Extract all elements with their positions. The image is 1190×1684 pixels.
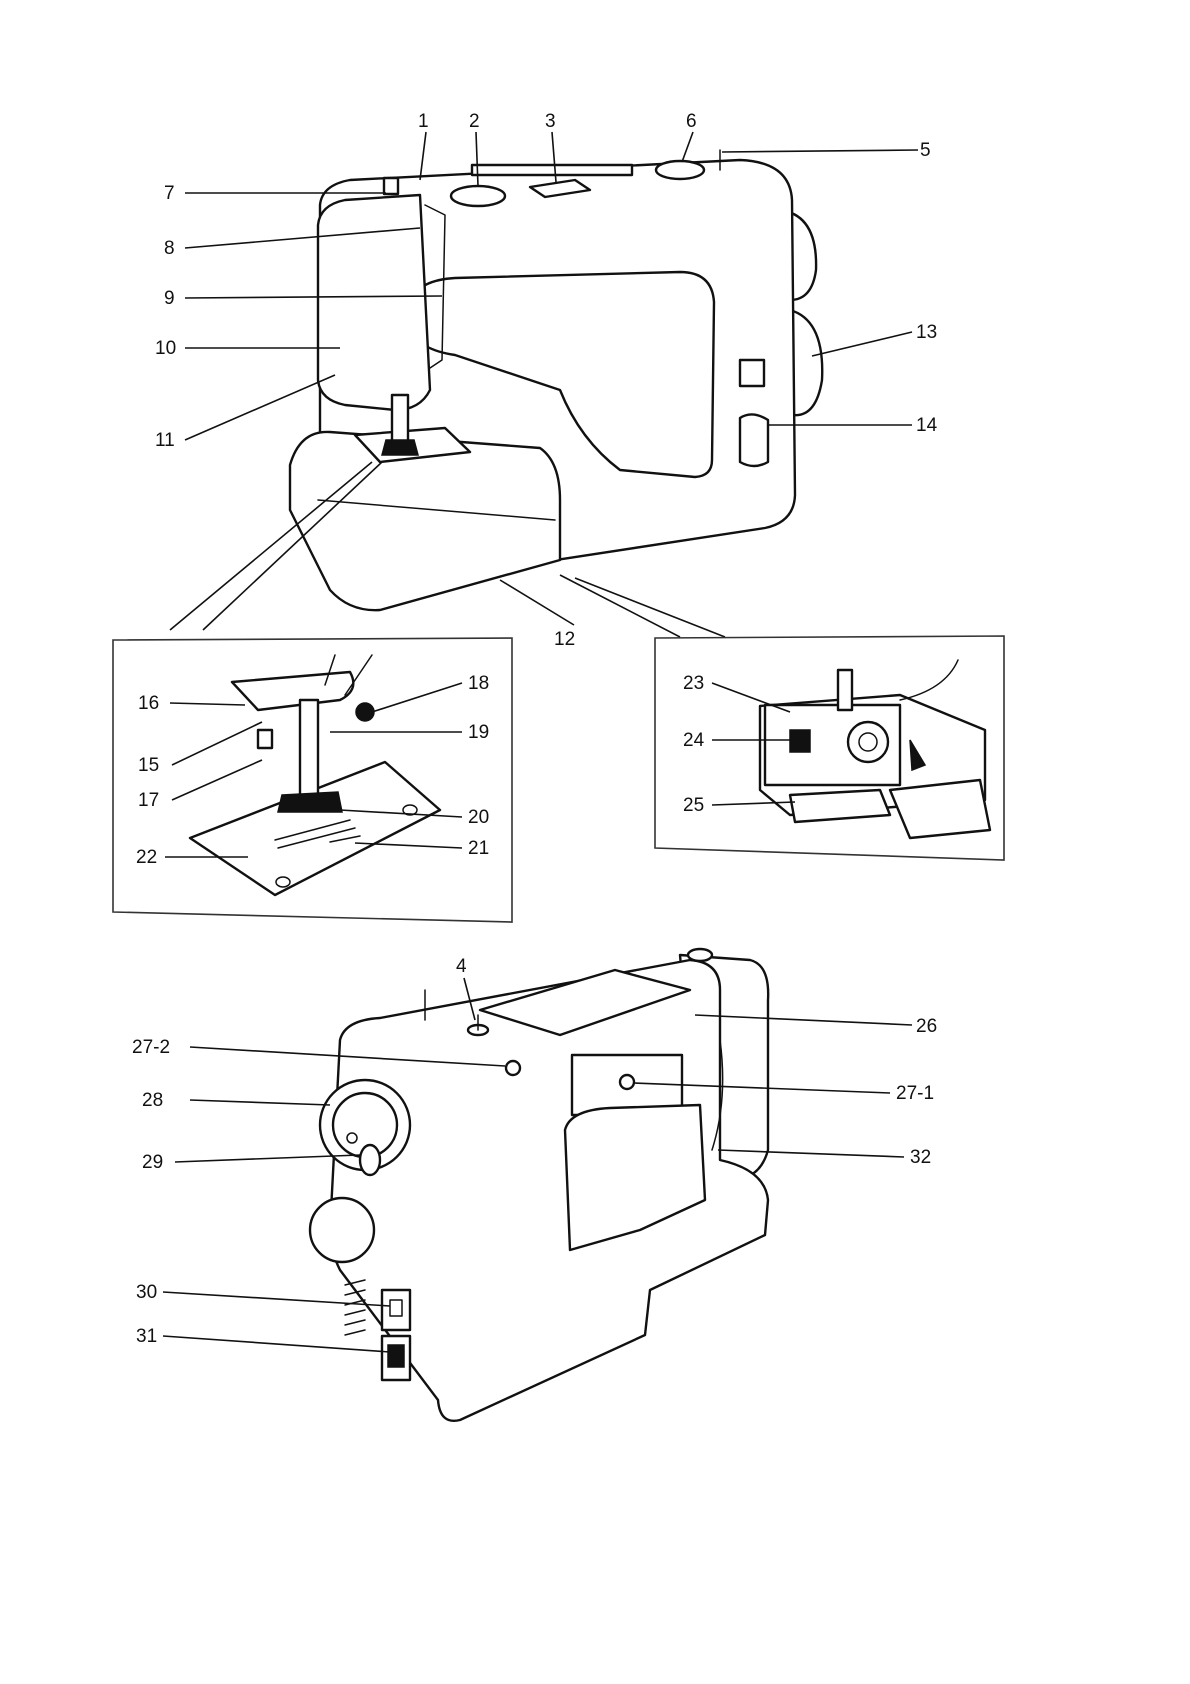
rear-power-switch-30 xyxy=(380,1288,412,1332)
reverse-lever-14 xyxy=(738,413,770,468)
callout-21: 21 xyxy=(468,838,489,859)
callout-9: 9 xyxy=(164,288,175,309)
callout-19: 19 xyxy=(468,722,489,743)
button-13-area xyxy=(738,358,766,388)
inset-screw-18 xyxy=(355,702,375,722)
callout-3: 3 xyxy=(545,111,556,132)
inset-arrow xyxy=(909,739,927,772)
callout-26: 26 xyxy=(916,1016,937,1037)
inset-frame-right xyxy=(654,635,1005,861)
callout-11: 11 xyxy=(155,430,175,451)
callout-29: 29 xyxy=(142,1152,163,1173)
knob-7 xyxy=(382,176,400,196)
rear-screw-27-1 xyxy=(618,1073,636,1091)
presser-foot xyxy=(381,439,419,456)
free-arm xyxy=(288,430,562,612)
callout-15: 15 xyxy=(138,755,159,776)
callout-1: 1 xyxy=(418,111,429,132)
inset-frame-left xyxy=(112,637,513,923)
callout-14: 14 xyxy=(916,415,938,436)
callout-7: 7 xyxy=(164,183,175,204)
bobbin-inset-leaders xyxy=(711,682,796,806)
inset-bobbin-cover-25 xyxy=(788,788,892,824)
presser-foot-inset-leaders xyxy=(165,682,463,858)
callout-12: 12 xyxy=(554,629,575,650)
callout-24: 24 xyxy=(683,730,705,751)
presser-foot-inset-callouts: 16 15 17 18 19 20 21 22 xyxy=(136,673,489,868)
rear-handwheel-lower xyxy=(308,1196,376,1264)
front-view-leaders xyxy=(169,131,919,638)
inset-bobbin-case xyxy=(846,720,890,764)
callout-4: 4 xyxy=(456,956,467,977)
rear-knob-top xyxy=(686,947,714,963)
callout-30: 30 xyxy=(136,1282,157,1303)
free-arm-edge xyxy=(317,499,556,521)
presser-foot-inset xyxy=(112,637,513,923)
callout-25: 25 xyxy=(683,795,704,816)
rear-screw-27-2 xyxy=(504,1059,522,1077)
inset-needle-bar xyxy=(836,668,854,712)
callout-20: 20 xyxy=(468,807,489,828)
inset-needle-plate xyxy=(188,760,442,897)
callout-16: 16 xyxy=(138,693,159,714)
top-cover-strip xyxy=(470,163,634,177)
inset-feed-dogs xyxy=(274,819,361,849)
callout-17: 17 xyxy=(138,790,159,811)
callout-28: 28 xyxy=(142,1090,163,1111)
front-view-callouts: 1 2 3 5 6 7 8 9 10 11 12 13 14 xyxy=(155,111,938,650)
needle-bar xyxy=(390,393,410,447)
rear-arm-opening xyxy=(563,1103,707,1252)
callout-5: 5 xyxy=(920,140,931,161)
rear-top-cover xyxy=(478,968,692,1037)
callout-22: 22 xyxy=(136,847,157,868)
rear-view-machine xyxy=(308,947,770,1422)
dial-6 xyxy=(654,159,706,181)
callout-27-1: 27-1 xyxy=(896,1083,934,1104)
rear-clutch-29 xyxy=(358,1143,382,1177)
inset-threader-17 xyxy=(256,728,274,750)
callout-10: 10 xyxy=(155,338,176,359)
bobbin-inset-callouts: 23 24 25 xyxy=(683,673,705,816)
inset-head xyxy=(230,670,355,712)
callout-31: 31 xyxy=(136,1326,157,1347)
dial-2 xyxy=(449,184,507,208)
take-up-lever xyxy=(424,204,446,369)
rear-view-callouts: 4 26 27-1 27-2 28 29 30 31 32 xyxy=(132,956,937,1347)
handwheel-back-bottom xyxy=(788,308,824,417)
inset-presser-foot xyxy=(277,791,343,813)
callout-18: 18 xyxy=(468,673,489,694)
front-view-machine xyxy=(288,149,824,612)
callout-13: 13 xyxy=(916,322,937,343)
inset-hook-24 xyxy=(789,729,811,753)
callout-8: 8 xyxy=(164,238,175,259)
callout-32: 32 xyxy=(910,1147,931,1168)
callout-2: 2 xyxy=(469,111,480,132)
dial-3 xyxy=(528,178,592,199)
rear-thread-guide-32 xyxy=(711,1039,724,1151)
arm-opening xyxy=(408,270,716,479)
rear-view-leaders xyxy=(162,977,913,1353)
callout-6: 6 xyxy=(686,111,697,132)
bobbin-inset xyxy=(654,635,1005,861)
callout-23: 23 xyxy=(683,673,704,694)
inset-free-arm-box xyxy=(888,778,992,840)
callout-27-2: 27-2 xyxy=(132,1037,170,1058)
inset-presser-bar xyxy=(298,698,320,802)
inset-cord xyxy=(899,659,959,701)
head-cover xyxy=(316,193,432,412)
